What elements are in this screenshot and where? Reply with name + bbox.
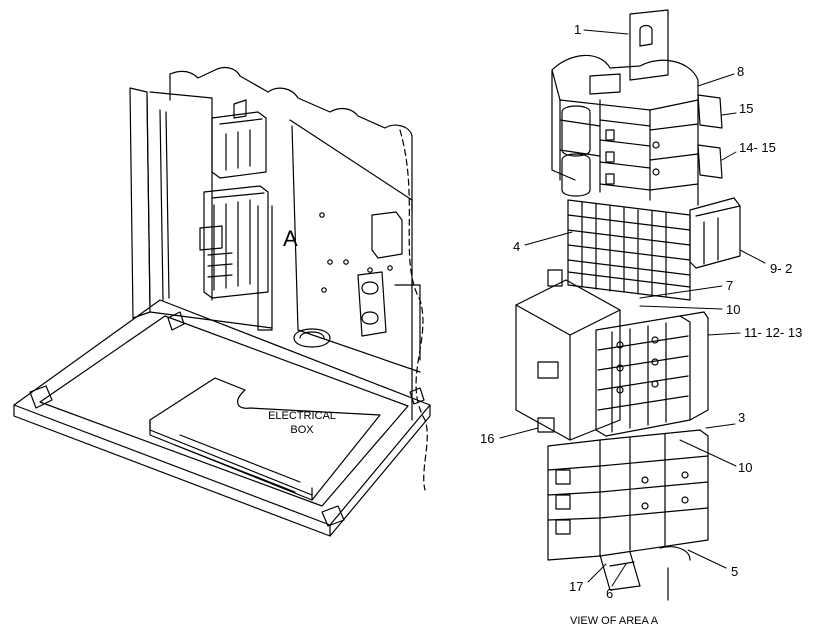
electrical-cabinet-illustration (14, 68, 430, 536)
callout-11-12-13: 11- 12- 13 (744, 325, 803, 340)
callout-16: 16 (480, 431, 495, 446)
callout-3: 3 (738, 410, 746, 425)
electrical-box-label: ELECTRICAL BOX (252, 409, 352, 437)
view-caption: VIEW OF AREA A (570, 615, 659, 627)
callout-14-15: 14- 15 (739, 140, 776, 155)
callout-6: 6 (606, 586, 614, 601)
area-a-marker: A (283, 226, 298, 251)
callout-9-2: 9- 2 (770, 261, 793, 276)
callout-10-upper: 10 (726, 302, 741, 317)
callout-17: 17 (569, 579, 584, 594)
electrical-box-label-line1: ELECTRICAL (268, 410, 336, 422)
electrical-box-label-line2: BOX (290, 424, 314, 436)
callout-1: 1 (574, 22, 582, 37)
callout-10-lower: 10 (738, 460, 753, 475)
callout-5: 5 (731, 564, 739, 579)
callout-leader-lines (500, 30, 765, 586)
callout-15: 15 (739, 101, 754, 116)
callout-4: 4 (513, 239, 521, 254)
callout-8: 8 (737, 64, 745, 79)
callout-7: 7 (726, 278, 734, 293)
area-a-detail-illustration (516, 10, 740, 600)
